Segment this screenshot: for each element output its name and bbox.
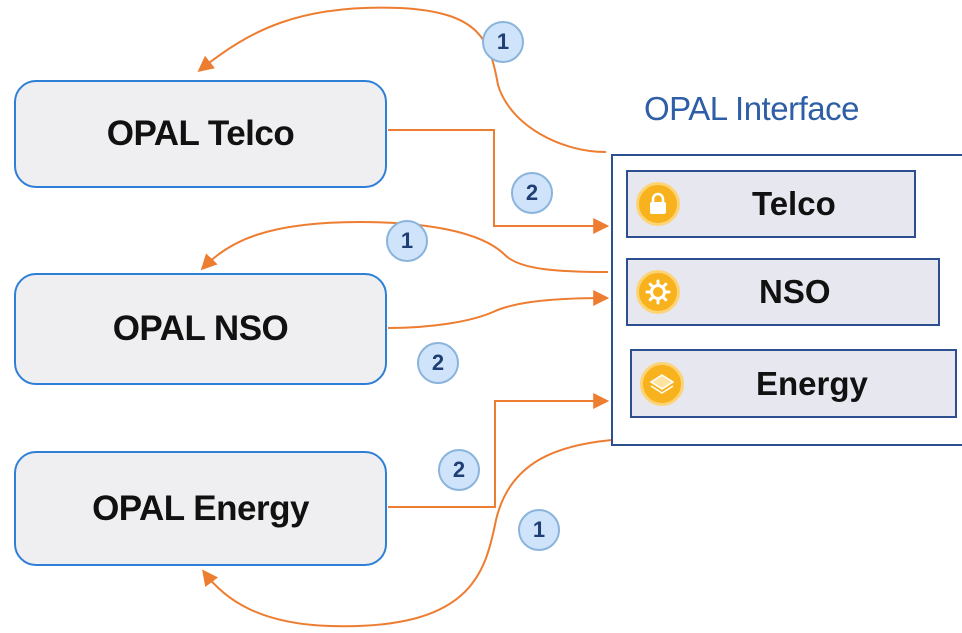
opal-nso-label: OPAL NSO xyxy=(112,309,289,348)
opal-nso-node: OPAL NSO xyxy=(14,273,387,385)
nso-response-arrow xyxy=(200,220,609,273)
energy-response-arrow xyxy=(202,439,613,628)
interface-module-telco: Telco xyxy=(626,170,916,238)
step-badge-energy-2: 2 xyxy=(438,449,480,491)
opal-energy-node: OPAL Energy xyxy=(14,451,387,566)
interface-module-energy: Energy xyxy=(630,349,957,418)
opal-energy-label: OPAL Energy xyxy=(92,488,309,528)
telco-request-arrow xyxy=(388,129,610,234)
opal-interface-title: OPAL Interface xyxy=(644,90,859,127)
step-badge-nso-1: 1 xyxy=(386,220,428,262)
opal-interface-container xyxy=(611,154,962,446)
interface-module-nso: NSO xyxy=(626,258,940,326)
step-badge-telco-1: 1 xyxy=(482,21,524,63)
module-telco-label: Telco xyxy=(752,185,836,222)
step-badge-telco-2: 2 xyxy=(511,172,553,214)
step-badge-nso-2: 2 xyxy=(417,342,459,384)
layers-icon xyxy=(640,361,684,406)
opal-telco-label: OPAL Telco xyxy=(106,114,295,153)
telco-response-arrow xyxy=(197,6,607,153)
module-nso-label: NSO xyxy=(759,273,831,310)
lock-icon xyxy=(636,182,680,226)
gear-icon xyxy=(636,270,680,314)
energy-request-arrow xyxy=(388,393,610,508)
step-badge-energy-1: 1 xyxy=(518,509,560,551)
nso-request-arrow xyxy=(387,290,610,329)
opal-telco-node: OPAL Telco xyxy=(14,80,387,188)
module-energy-label: Energy xyxy=(756,364,868,402)
